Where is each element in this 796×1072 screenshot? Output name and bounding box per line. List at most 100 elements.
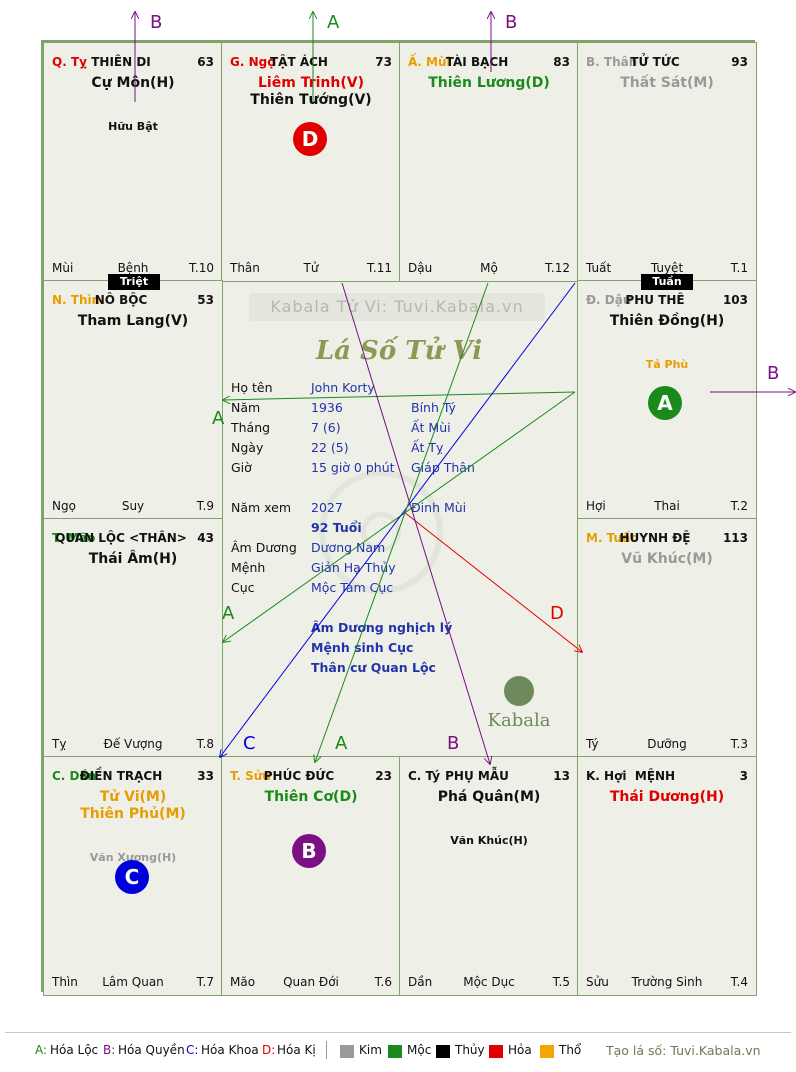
legend-text: Hóa Khoa xyxy=(201,1043,259,1057)
main-stars: Tử Vi(M)Thiên Phủ(M) xyxy=(44,789,222,823)
palace-cell: T. Mão QUAN LỘC <THÂN> 43 Thái Âm(H) Tỵ … xyxy=(43,518,223,758)
kabala-logo-icon xyxy=(504,676,534,706)
footer-stage: Dưỡng xyxy=(647,737,687,751)
element-swatch xyxy=(540,1045,554,1058)
element-label: Hỏa xyxy=(508,1043,532,1057)
palace-cell: C. Tý PHỤ MẪU 13 Phá Quân(M)Văn Khúc(H) … xyxy=(399,756,579,996)
transform-circle-d: D xyxy=(293,122,327,156)
legend-key: D: xyxy=(262,1043,276,1057)
info-label: Âm Dương xyxy=(231,540,297,555)
kabala-brand: Kabala xyxy=(487,710,551,731)
main-star: Thái Âm(H) xyxy=(88,551,178,567)
palace-cell: Ấ. Mùi TÀI BẠCH 83 Thiên Lương(D) Dậu Mộ… xyxy=(399,42,579,282)
element-swatch xyxy=(340,1045,354,1058)
palace-name: TÀI BẠCH xyxy=(445,55,509,69)
element-label: Thủy xyxy=(455,1043,485,1057)
transform-circle-a: A xyxy=(648,386,682,420)
main-star: Thiên Phủ(M) xyxy=(80,806,186,822)
palace-footer: Tuất Tuyệt T.1 xyxy=(586,261,748,275)
footer-branch: Sửu xyxy=(586,975,609,989)
info-value: Dương Nam xyxy=(311,540,386,555)
transform-circle-b: B xyxy=(292,834,326,868)
arrow-marker-bottom_b: B xyxy=(447,733,460,754)
chart-board: Q. Tỵ THIÊN DI 63 Cự Môn(H)Hữu Bật Mùi B… xyxy=(41,40,757,996)
chart-title: Lá Số Tử Vi xyxy=(315,336,483,366)
footer-stage: Trường Sinh xyxy=(631,975,703,989)
main-stars: Thất Sát(M) xyxy=(578,75,756,92)
legend-text: Hóa Kị xyxy=(277,1043,316,1057)
palace-footer: Tý Dưỡng T.3 xyxy=(586,737,748,751)
info-label: Giờ xyxy=(231,460,252,475)
arrow-marker-bottom_c: C xyxy=(243,733,256,754)
legend-key: C: xyxy=(186,1043,199,1057)
palace-number: 93 xyxy=(731,55,748,69)
footer-stage: Lâm Quan xyxy=(102,975,164,989)
palace-cell: Q. Tỵ THIÊN DI 63 Cự Môn(H)Hữu Bật Mùi B… xyxy=(43,42,223,282)
element-label: Thổ xyxy=(559,1043,582,1057)
palace-footer: Hợi Thai T.2 xyxy=(586,499,748,513)
palace-branch: Q. Tỵ xyxy=(52,55,87,69)
palace-cell: B. Thân TỬ TỨC 93 Thất Sát(M) Tuất Tuyệt… xyxy=(577,42,757,282)
main-stars: Tham Lang(V) xyxy=(44,313,222,330)
palace-name: QUAN LỘC <THÂN> xyxy=(55,531,187,545)
footer-branch: Thìn xyxy=(52,975,78,989)
info-value: 15 giờ 0 phút xyxy=(311,460,395,475)
main-star: Thất Sát(M) xyxy=(620,75,714,91)
palace-name: PHỤ MẪU xyxy=(445,769,509,783)
palace-number: 43 xyxy=(197,531,214,545)
info-note: Âm Dương nghịch lý xyxy=(311,620,453,635)
center-panel: Kabala Tử Vi: Tuvi.Kabala.vn Lá Số Tử Vi… xyxy=(221,280,577,756)
palace-footer: Ngọ Suy T.9 xyxy=(52,499,214,513)
info-value: 22 (5) xyxy=(311,440,349,455)
main-star: Phá Quân(M) xyxy=(437,789,541,805)
element-swatch xyxy=(388,1045,402,1058)
footer-age: T.9 xyxy=(196,499,214,513)
footer-stage: Tử xyxy=(303,261,319,275)
palace-branch: C. Dần xyxy=(52,769,97,783)
arrow-marker-left_1: A xyxy=(212,408,225,429)
palace-number: 23 xyxy=(375,769,392,783)
palace-header: C. Tý PHỤ MẪU 13 xyxy=(408,769,570,785)
palace-name: ĐIỀN TRẠCH xyxy=(79,769,163,783)
palace-branch: G. Ngọ xyxy=(230,55,276,69)
footer-age: T.7 xyxy=(196,975,214,989)
legend-text: Hóa Lộc xyxy=(50,1043,99,1057)
info-label: Mệnh xyxy=(231,560,266,575)
footer-age: T.11 xyxy=(367,261,392,275)
footer-stage: Thai xyxy=(654,499,680,513)
main-stars: Thiên Cơ(D) xyxy=(222,789,400,806)
info-value: John Korty xyxy=(311,380,375,395)
palace-name: PHÚC ĐỨC xyxy=(263,769,335,783)
palace-branch: T. Sửu xyxy=(230,769,271,783)
footer-age: T.10 xyxy=(189,261,214,275)
minor-star: Hữu Bật xyxy=(108,120,158,133)
palace-header: Đ. Dậu PHU THÊ 103 xyxy=(586,293,748,309)
element-label: Mộc xyxy=(407,1043,432,1057)
palace-branch: N. Thìn xyxy=(52,293,101,307)
info-extra: Giáp Thân xyxy=(411,460,475,475)
palace-cell: M. Tuất HUYNH ĐỆ 113 Vũ Khúc(M) Tý Dưỡng… xyxy=(577,518,757,758)
footer-stage: Suy xyxy=(121,499,145,513)
palace-name: PHU THÊ xyxy=(625,293,685,307)
info-value: 7 (6) xyxy=(311,420,341,435)
element-swatch xyxy=(489,1045,503,1058)
info-label: Năm xyxy=(231,400,261,415)
info-extra: Ất Mùi xyxy=(411,420,451,435)
main-stars: Thái Dương(H) xyxy=(578,789,756,806)
info-value: 1936 xyxy=(311,400,343,415)
palace-number: 53 xyxy=(197,293,214,307)
footer-branch: Mão xyxy=(230,975,256,989)
watermark-text: Kabala Tử Vi: Tuvi.Kabala.vn xyxy=(270,297,524,316)
palace-footer: Sửu Trường Sinh T.4 xyxy=(586,975,748,989)
palace-number: 73 xyxy=(375,55,392,69)
footer-stage: Mộ xyxy=(480,261,498,275)
palace-footer: Mão Quan Đới T.6 xyxy=(230,975,392,989)
palace-header: Q. Tỵ THIÊN DI 63 xyxy=(52,55,214,71)
minor-star: Văn Xương(H) xyxy=(89,851,177,864)
main-star: Thiên Cơ(D) xyxy=(264,789,358,805)
palace-cell: G. Ngọ TẬT ÁCH 73 Liêm Trinh(V)Thiên Tướ… xyxy=(221,42,401,282)
palace-branch: M. Tuất xyxy=(586,531,636,545)
info-note: Mệnh sinh Cục xyxy=(311,640,414,655)
legend-divider xyxy=(5,1032,791,1033)
info-extra: Bính Tý xyxy=(411,400,456,415)
